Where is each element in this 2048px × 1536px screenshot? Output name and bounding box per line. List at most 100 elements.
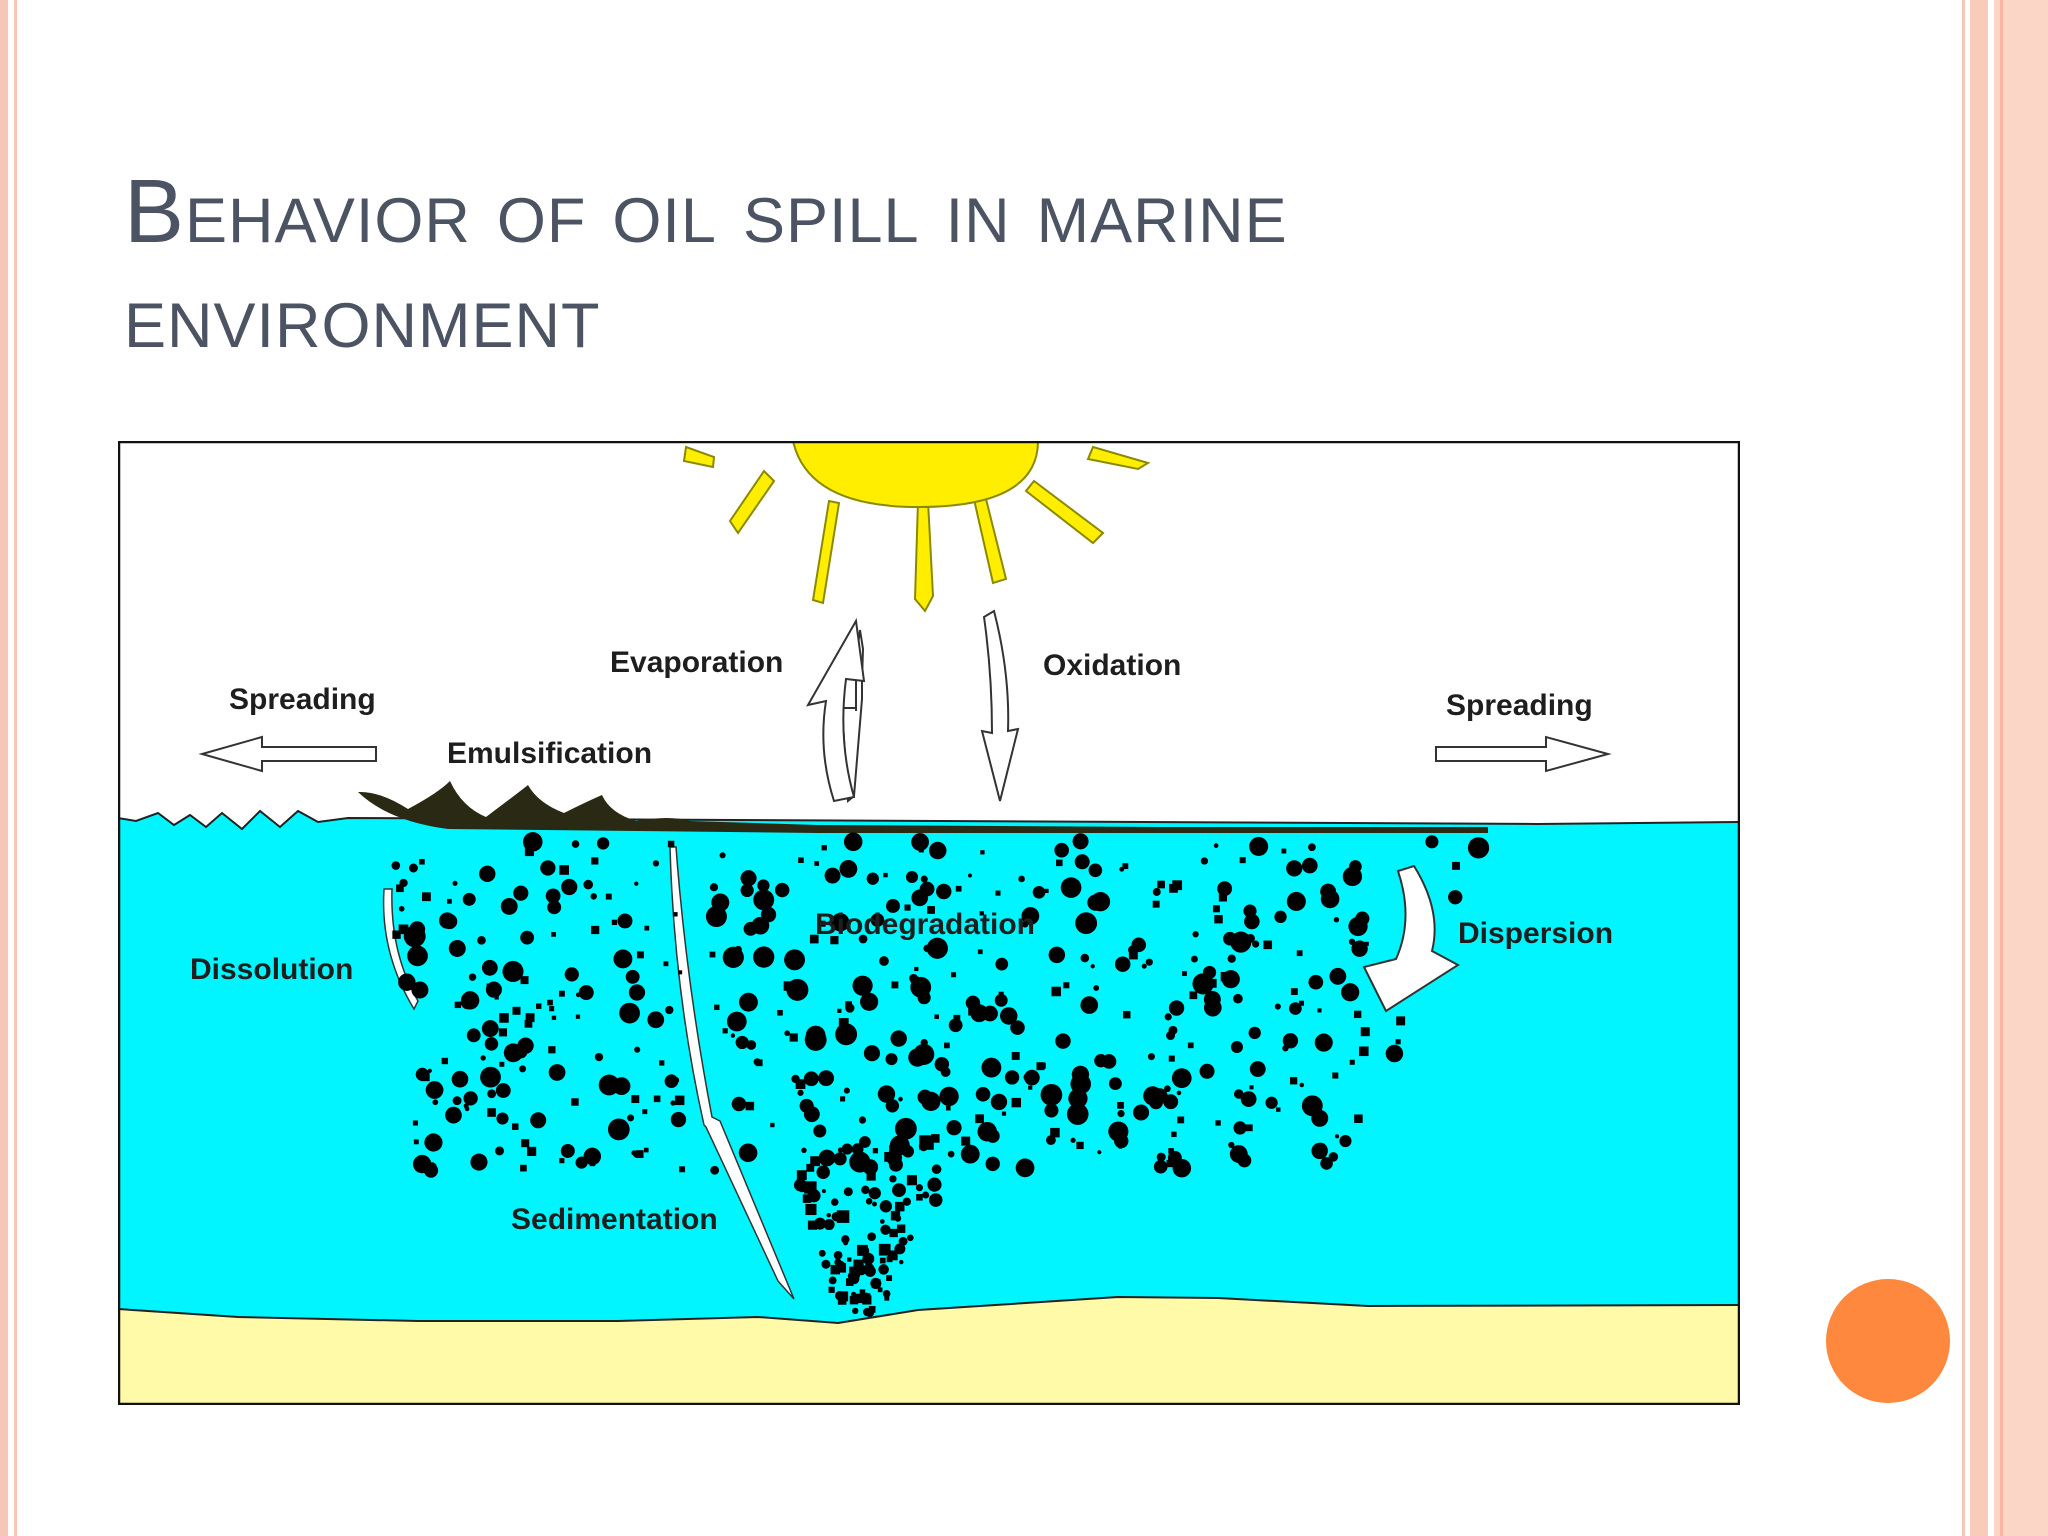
oil-droplet	[1360, 1027, 1370, 1037]
oil-droplet	[499, 1061, 505, 1067]
oil-droplet	[813, 1124, 827, 1138]
oil-droplet	[1274, 910, 1287, 924]
oil-droplet	[591, 857, 599, 865]
oil-droplet	[1333, 917, 1340, 923]
oil-droplet	[863, 1293, 871, 1301]
oil-droplet	[946, 1120, 962, 1136]
oil-droplet	[905, 870, 919, 884]
oil-droplet	[425, 1081, 444, 1099]
page-title-line-2: environment	[124, 267, 601, 368]
oil-droplet	[1117, 1110, 1125, 1118]
oil-droplet	[985, 1156, 1000, 1172]
spreading-left-arrow	[198, 735, 377, 773]
oil-droplet	[1286, 860, 1303, 877]
oil-droplet	[919, 1135, 934, 1150]
oil-droplet	[1066, 1103, 1089, 1125]
oil-droplet	[863, 1045, 881, 1062]
oil-droplet	[617, 913, 633, 929]
oil-droplet	[527, 1146, 537, 1156]
oil-droplet	[451, 1070, 469, 1088]
oil-droplet	[452, 1096, 462, 1106]
oil-droplet	[1296, 950, 1303, 957]
oil-droplet	[1023, 1072, 1033, 1082]
oil-droplet	[391, 861, 401, 870]
oil-droplet	[631, 1095, 640, 1104]
oil-droplet	[1074, 854, 1090, 870]
oil-droplet	[1060, 877, 1082, 898]
oil-droplet	[1286, 891, 1306, 911]
oil-droplet	[894, 1117, 917, 1140]
oil-droplet	[519, 1065, 527, 1073]
oil-droplet	[1301, 1095, 1323, 1117]
oil-droplet	[891, 981, 899, 989]
oil-droplet	[1245, 1124, 1253, 1132]
oil-droplet	[830, 1264, 841, 1275]
oil-droplet	[819, 920, 826, 927]
oil-droplet	[886, 899, 900, 913]
oil-droplet	[745, 1101, 755, 1111]
oil-droplet	[480, 1066, 501, 1088]
page-title-line-1: Behavior of oil spill in marine	[124, 162, 1288, 263]
oil-droplet	[499, 1013, 509, 1023]
oil-droplet	[1080, 996, 1099, 1014]
oil-droplet	[634, 881, 639, 886]
oil-droplet	[980, 850, 985, 855]
oil-droplet	[803, 1106, 820, 1123]
oil-droplet	[1239, 857, 1246, 864]
oil-droplet	[1328, 1152, 1339, 1162]
oil-droplet	[560, 1143, 575, 1158]
oil-droplet	[513, 885, 529, 901]
oil-droplet	[913, 1043, 935, 1065]
spreading-right-arrow	[1435, 735, 1612, 773]
oil-droplet	[1217, 881, 1233, 897]
oil-droplet	[917, 991, 931, 1005]
oil-droplet	[802, 1194, 812, 1203]
oil-droplet	[419, 859, 425, 865]
oil-slick-emulsification	[358, 781, 1488, 833]
oil-droplet	[884, 1152, 894, 1162]
oil-droplet	[1032, 885, 1046, 899]
oil-droplet	[1249, 1085, 1254, 1090]
oil-droplet	[1342, 866, 1363, 887]
oil-droplet	[862, 1252, 875, 1265]
oil-droplet	[524, 846, 534, 857]
oil-droplet	[879, 1257, 886, 1264]
oil-droplet	[977, 949, 983, 955]
oil-droplet	[1044, 888, 1049, 894]
oil-droplet	[879, 1200, 893, 1213]
oil-droplet	[851, 1143, 864, 1156]
oil-droplet	[1090, 964, 1095, 969]
oil-droplet	[807, 1189, 821, 1203]
oil-droplet	[1044, 1103, 1059, 1118]
oil-droplet	[1117, 1101, 1124, 1109]
oil-droplet	[427, 1068, 432, 1073]
oil-droplet	[1301, 857, 1318, 874]
oil-droplet	[927, 1177, 942, 1192]
oil-droplet	[441, 1057, 449, 1065]
oil-droplet	[770, 1122, 775, 1128]
oil-droplet	[753, 889, 775, 911]
oil-droplet	[714, 1004, 720, 1011]
oil-droplet	[1167, 1150, 1182, 1165]
oil-droplet	[871, 1279, 881, 1289]
oil-droplet	[837, 1008, 842, 1013]
sea-floor	[120, 1295, 1738, 1403]
oxidation-arrow	[980, 609, 1020, 802]
oil-droplet	[845, 1278, 854, 1286]
oil-droplet	[1448, 890, 1463, 905]
oil-droplet	[898, 1096, 903, 1102]
oil-droplet	[432, 1099, 439, 1106]
oil-droplet	[1000, 1007, 1018, 1025]
oil-droplet	[852, 1307, 859, 1315]
oil-droplet	[1001, 1111, 1007, 1116]
oil-droplet	[644, 925, 650, 931]
oil-droplet	[928, 1193, 943, 1207]
oil-droplet	[398, 924, 409, 935]
oil-droplet	[571, 1098, 579, 1106]
oil-droplet	[738, 1143, 758, 1163]
oil-droplet	[1164, 1013, 1172, 1021]
oil-droplet	[994, 993, 1008, 1007]
oil-droplet	[520, 930, 535, 945]
oil-droplet	[1169, 883, 1178, 893]
oil-droplet	[774, 882, 790, 898]
